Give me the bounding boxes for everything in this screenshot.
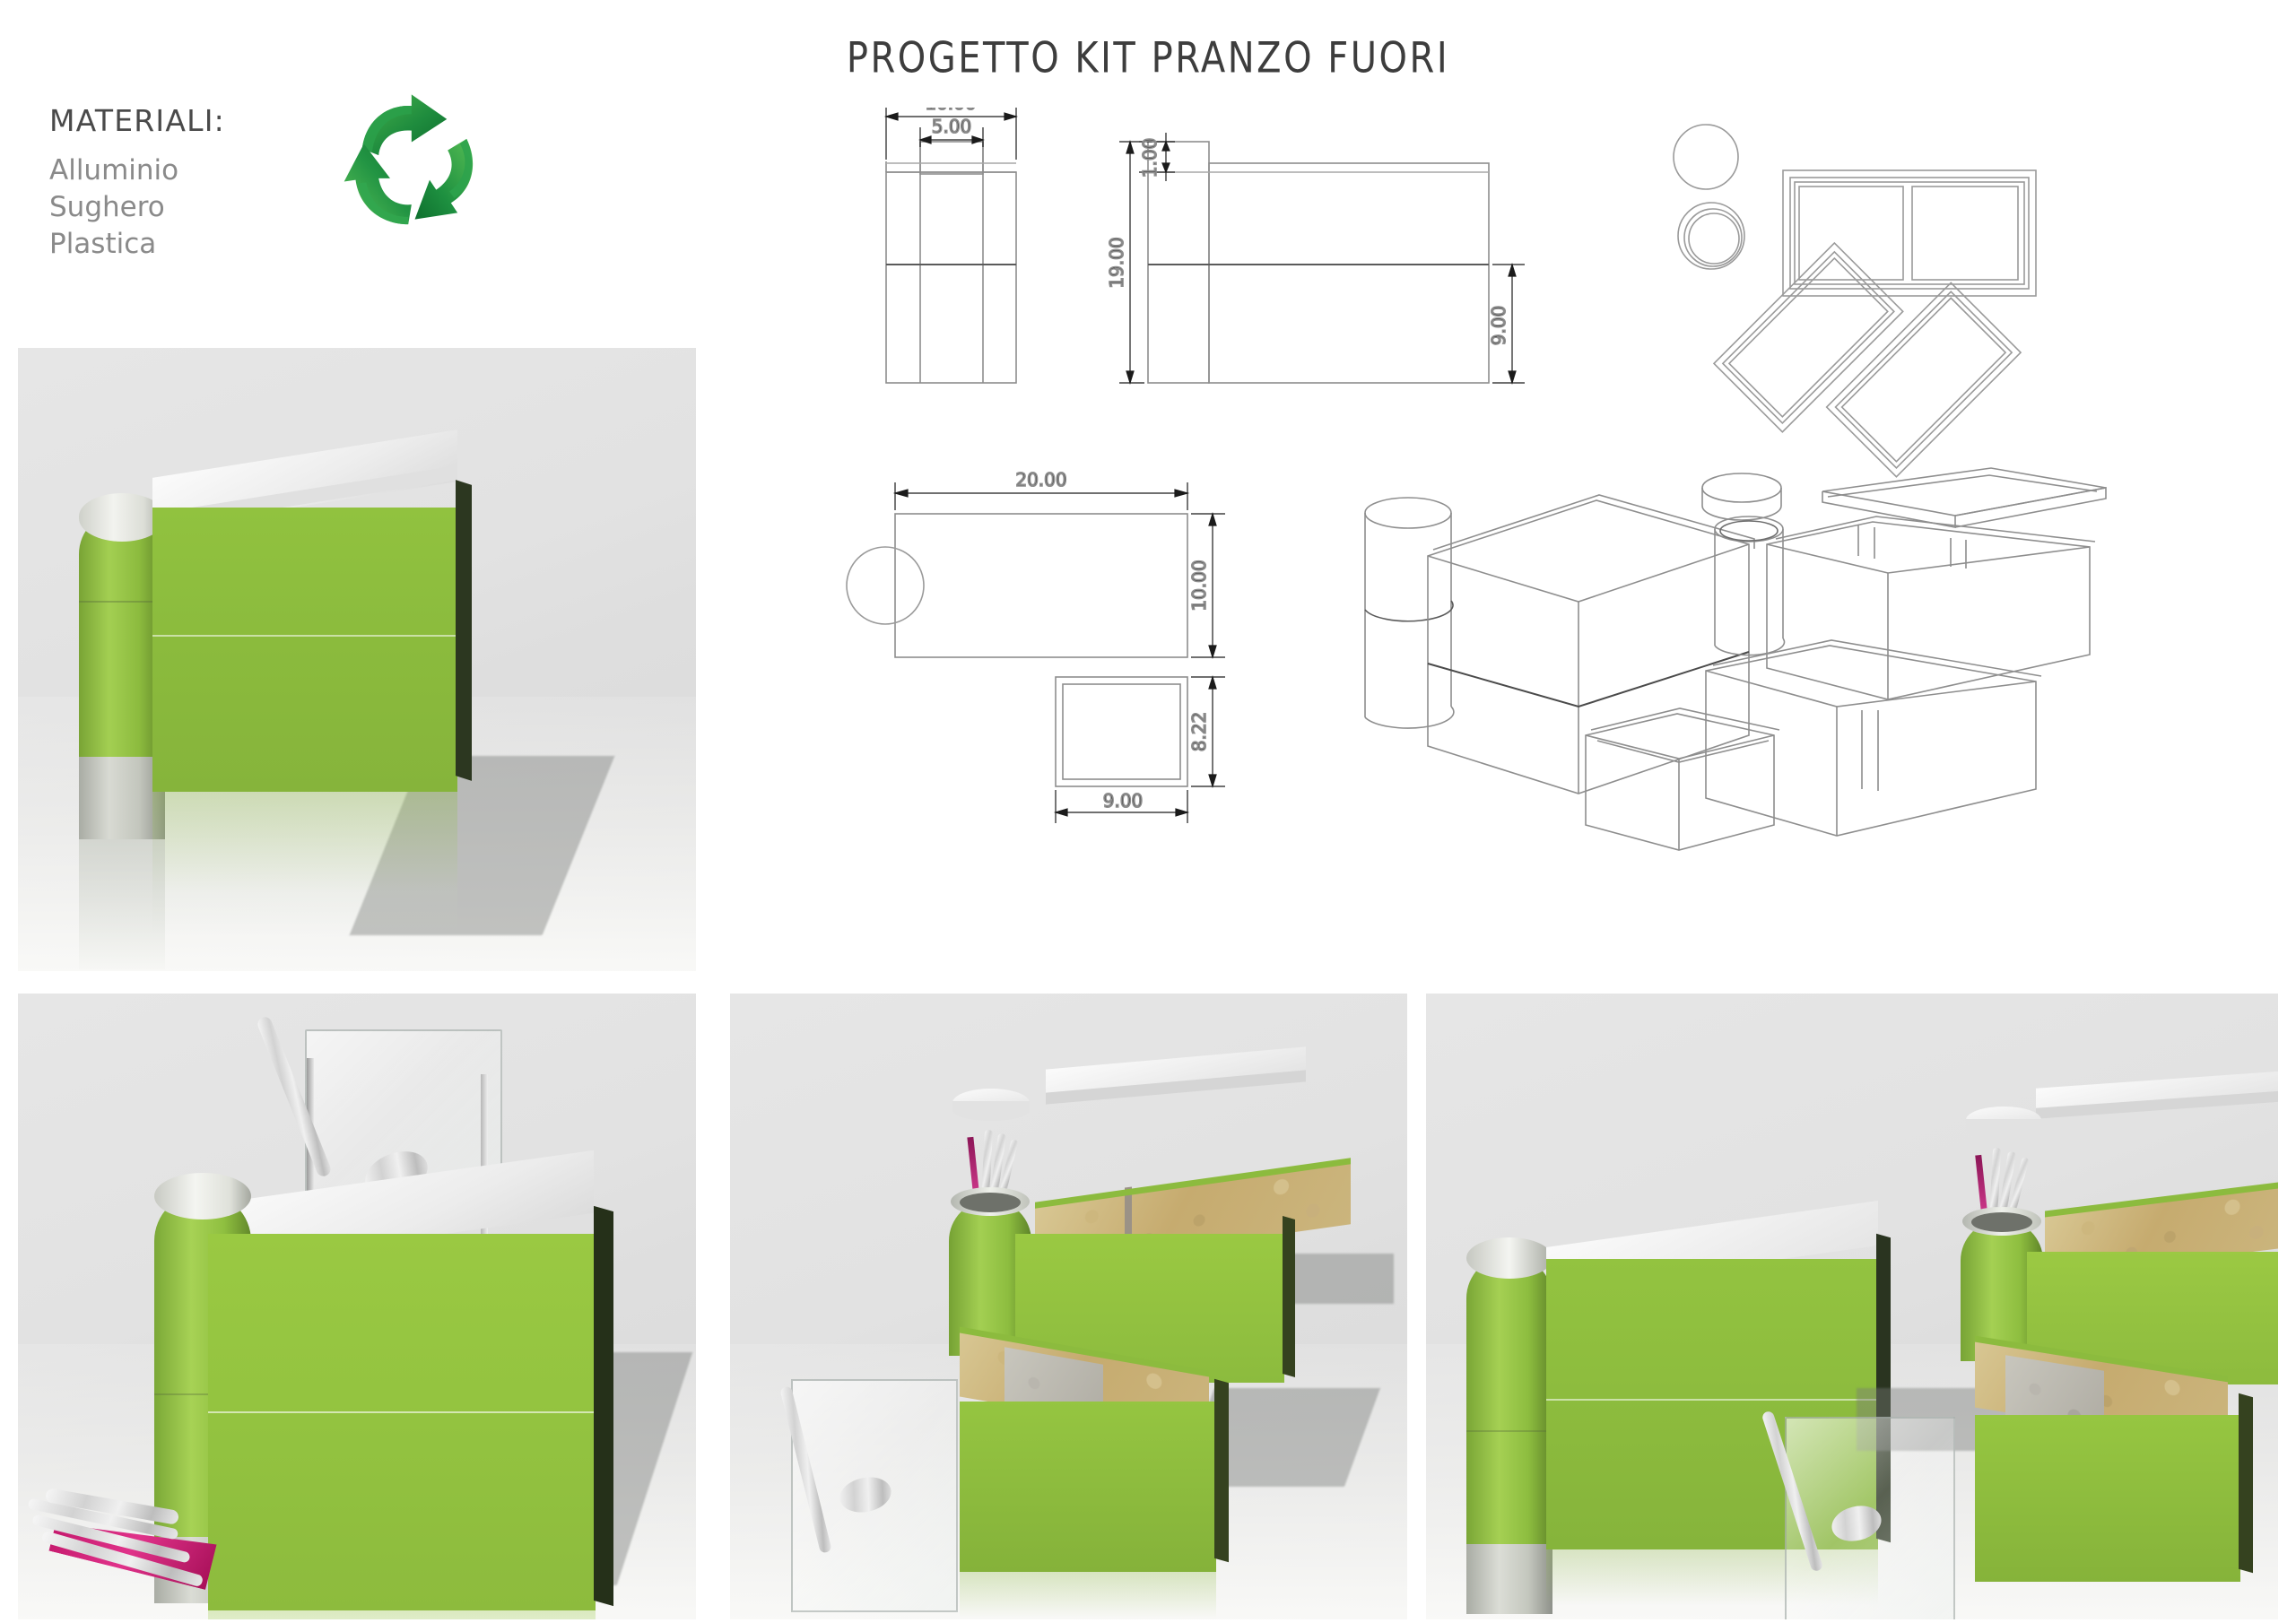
recycle-icon (344, 94, 474, 225)
isometric-closed-wireframe (1364, 494, 1755, 794)
dim-8-22-section (1191, 674, 1225, 789)
technical-drawings-group: 10.00 5.00 (789, 108, 2260, 942)
svg-text:1.00: 1.00 (1139, 138, 1161, 178)
dim-20-00-plan (892, 482, 1190, 510)
top-plan-exploded (1673, 124, 2037, 478)
render-exploded-open (730, 994, 1407, 1619)
side-elevation (1147, 141, 1490, 384)
svg-text:5.00: 5.00 (932, 116, 972, 137)
render-pair-comparison (1426, 994, 2278, 1619)
dim-10-00-front (883, 108, 1019, 160)
dim-5-00-front (918, 127, 985, 147)
svg-text:10.00: 10.00 (925, 108, 976, 114)
svg-text:9.00: 9.00 (1103, 790, 1144, 812)
cup-section (1055, 676, 1188, 787)
material-item-2: Plastica (49, 227, 157, 260)
dim-19-00-side (1119, 139, 1144, 386)
material-item-1: Sughero (49, 190, 165, 223)
page-title: PROGETTO KIT PRANZO FUORI (846, 34, 1450, 83)
svg-text:19.00: 19.00 (1106, 237, 1127, 288)
plan-view (846, 513, 1188, 658)
dim-1-00-side (1139, 133, 1175, 181)
dim-9-00-side (1492, 262, 1525, 386)
render-closed (18, 348, 696, 971)
cutlery-group (18, 1478, 251, 1619)
cad-drawing-sheet: 10.00 5.00 (846, 108, 2107, 851)
svg-text:10.00: 10.00 (1188, 560, 1210, 611)
svg-text:8.22: 8.22 (1188, 712, 1210, 752)
materials-heading: MATERIALI: (49, 103, 225, 138)
render-with-cutlery (18, 994, 696, 1619)
dim-9-00-section (1053, 790, 1190, 823)
svg-text:9.00: 9.00 (1488, 306, 1509, 346)
front-elevation (885, 141, 1017, 384)
dim-10-00-plan (1191, 511, 1225, 660)
isometric-exploded-wireframe (1585, 467, 2107, 851)
materials-block: MATERIALI: Alluminio Sughero Plastica (49, 103, 225, 263)
svg-text:20.00: 20.00 (1015, 469, 1066, 490)
material-item-0: Alluminio (49, 154, 179, 187)
